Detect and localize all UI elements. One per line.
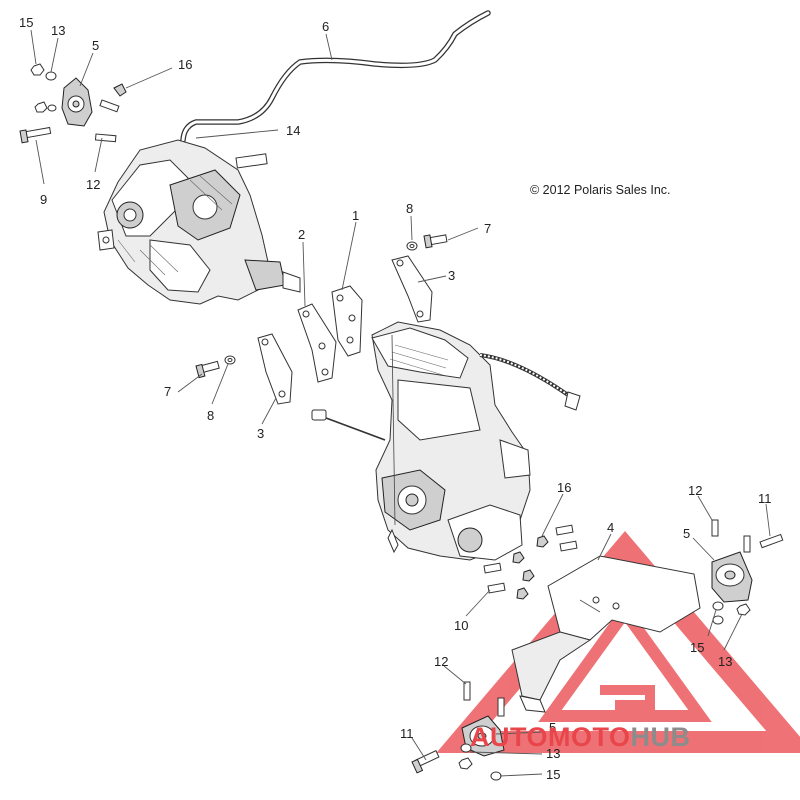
mount-bracket-2 [297, 303, 337, 383]
callout-8-lower: 8 [207, 408, 214, 423]
mount-bracket-1 [331, 285, 363, 357]
watermark-word-moto: MOTO [548, 722, 631, 752]
transmission-assembly [97, 139, 301, 305]
callout-3-lower: 3 [257, 426, 264, 441]
callout-12-top: 12 [86, 177, 100, 192]
callout-15-top: 15 [19, 15, 33, 30]
callout-16-lower: 16 [557, 480, 571, 495]
bolt-11-bottom [411, 750, 440, 774]
leader-lines [30, 29, 771, 777]
bolt-group-10-16 [483, 524, 578, 600]
callout-12-bottom: 12 [434, 654, 448, 669]
engine-block [311, 321, 581, 561]
copyright-notice: © 2012 Polaris Sales Inc. [530, 183, 671, 197]
washer-nut-right [712, 601, 751, 625]
callout-14: 14 [286, 123, 300, 138]
engine-mount-5-right [711, 551, 753, 603]
washer-8-upper [406, 241, 418, 251]
watermark-word-auto: AUTO [470, 722, 548, 752]
callout-11-right: 11 [758, 491, 772, 506]
callout-labels: 15 13 5 16 9 12 6 14 1 2 8 7 3 7 8 3 16 … [19, 15, 772, 782]
engine-mount-5-upper [61, 77, 93, 127]
washer-13-upper [45, 71, 57, 81]
callout-9: 9 [40, 192, 47, 207]
callout-13-bottom: 13 [546, 746, 560, 761]
watermark-wordmark: AUTOMOTOHUB [470, 722, 691, 752]
washer-nut-bottom [458, 743, 502, 781]
engine-mount-frame-4 [511, 555, 701, 713]
bolt-12-right [711, 519, 751, 553]
callout-16-top: 16 [178, 57, 192, 72]
throttle-cable [180, 10, 491, 143]
callout-12-right: 12 [688, 483, 702, 498]
bolt-7-lower [195, 360, 220, 379]
callout-15-right: 15 [690, 640, 704, 655]
callout-13-top: 13 [51, 23, 65, 38]
callout-7-lower: 7 [164, 384, 171, 399]
callout-2: 2 [298, 227, 305, 242]
bolt-9 [19, 126, 52, 144]
mount-bracket-3-lower [257, 333, 293, 405]
callout-5-bottom: 5 [549, 720, 556, 735]
callout-10: 10 [454, 618, 468, 633]
bolt-12-upper [94, 133, 117, 143]
bolt-7-upper [423, 234, 448, 249]
bolt-12-bottom [463, 681, 505, 717]
callout-15-bottom: 15 [546, 767, 560, 782]
callout-5-top: 5 [92, 38, 99, 53]
watermark-word-hub: HUB [631, 722, 691, 752]
washer-8-lower [224, 355, 236, 365]
bolt-16-upper [99, 83, 127, 113]
engine-mount-5-bottom [461, 715, 505, 757]
callout-8-upper: 8 [406, 201, 413, 216]
callout-1: 1 [352, 208, 359, 223]
callout-4: 4 [607, 520, 614, 535]
callout-3-upper: 3 [448, 268, 455, 283]
callout-6: 6 [322, 19, 329, 34]
callout-7-upper: 7 [484, 221, 491, 236]
nut-15-upper [30, 63, 45, 76]
svg-text:AUTOMOTOHUB: AUTOMOTOHUB [470, 722, 691, 752]
nut-small-upper [34, 101, 57, 113]
mount-bracket-3-upper [391, 255, 433, 323]
bolt-11-right [759, 533, 784, 549]
callout-11-bottom: 11 [400, 726, 414, 741]
callout-13-right: 13 [718, 654, 732, 669]
callout-5-right: 5 [683, 526, 690, 541]
